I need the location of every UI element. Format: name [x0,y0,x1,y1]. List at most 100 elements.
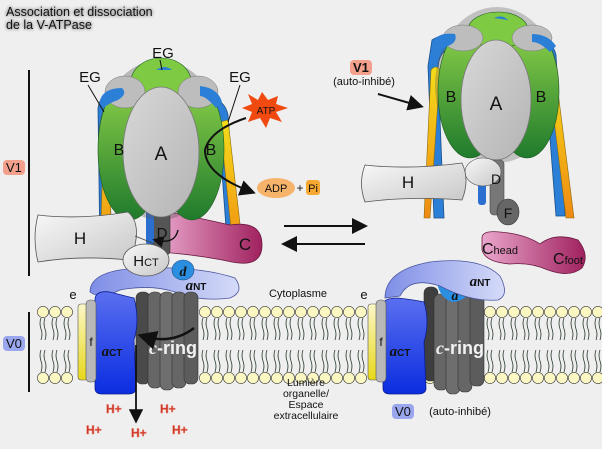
lipid-head [532,306,544,318]
lipid-tail [582,317,586,341]
lipid-tail [550,317,554,341]
lipid-tail [205,317,209,341]
lipid-tail [574,349,578,373]
subunit-a-ct-label: aCT [102,344,123,360]
proton-5: H+ [172,423,188,437]
subunit-f [85,299,97,383]
lipid-head [247,306,259,318]
v1-pointer-arrow [377,93,424,111]
lipid-tail [67,349,71,373]
lipid-head [61,306,73,318]
plus-sign: + [296,181,303,195]
lipid-tail [297,349,301,373]
lipid-tail [249,317,253,341]
lipid-head [520,372,532,384]
lipid-tail [201,317,205,341]
lipid-tail [333,349,337,373]
lipid-tail [486,349,490,373]
lipid-tail [43,317,47,341]
lipid-head [520,306,532,318]
lipid-head [508,306,520,318]
subunit-a-label: A [155,144,168,165]
lipid-tail [522,349,526,373]
rotation-arrow [137,327,195,350]
lipid-head [544,372,556,384]
lipid-head [235,306,247,318]
lipid-tail [361,349,365,373]
lipid-head [307,372,319,384]
subunit-a [122,86,200,218]
lipid-head [355,372,367,384]
lipid-tail [574,317,578,341]
subunit-c-free [481,231,586,274]
atp-label: ATP [257,106,276,117]
lipid-head [223,372,235,384]
lipid-head [544,306,556,318]
lipid-head [592,372,602,384]
subunit-a-nt-label: aNT [186,278,207,294]
lipid-tail [558,317,562,341]
lipid-tail [333,317,337,341]
lipid-tail [498,317,502,341]
lipid-tail [241,317,245,341]
v1-section-label: V1 [3,160,25,175]
subunit-a-nt-r [384,260,505,301]
subunit-f-r-label: f [379,335,383,349]
subunit-f-upper-r-label: F [504,205,513,221]
lipid-head [484,306,496,318]
lipid-tail [51,349,55,373]
subunit-e-r-label: e [360,287,367,302]
lipid-tail [265,349,269,373]
lipid-tail [297,317,301,341]
lipid-tail [289,349,293,373]
lipid-tail [345,349,349,373]
lumen-label-line-1: Lumière [287,377,325,389]
subunit-h-r-label: H [402,173,414,192]
lipid-head [355,306,367,318]
lipid-tail [510,317,514,341]
cytoplasm-label: Cytoplasme [269,288,327,300]
lipid-tail [357,317,361,341]
lipid-tail [277,317,281,341]
lipid-tail [526,349,530,373]
proton-2: H+ [160,402,176,416]
eg-label-right: EG [229,69,251,86]
lipid-tail [43,349,47,373]
title-line-1: Association et dissociation [6,5,153,19]
lipid-tail [345,317,349,341]
title-line-2: de la V-ATPase [6,18,92,32]
lipid-tail [534,349,538,373]
c-foot-label: Cfoot [553,251,583,268]
subunit-c [157,209,263,264]
lipid-tail [51,317,55,341]
lipid-tail [490,317,494,341]
lipid-tail [498,349,502,373]
subunit-a-nt-r-label: aNT [470,274,491,290]
lipid-tail [249,349,253,373]
lipid-tail [229,317,233,341]
lipid-head [211,306,223,318]
lipid-tail [594,349,598,373]
lipid-tail [237,349,241,373]
lipid-head [271,372,283,384]
lipid-head [223,306,235,318]
lipid-tail [502,349,506,373]
lipid-tail [301,349,305,373]
lipid-head [496,372,508,384]
v1-auto-inhibited-tag: V1 [350,60,372,75]
lipid-tail [213,317,217,341]
lipid-tail [67,317,71,341]
lipid-tail [313,349,317,373]
lipid-head [556,306,568,318]
lipid-tail [361,317,365,341]
lipid-head [295,372,307,384]
lipid-head [211,372,223,384]
lipid-tail [490,349,494,373]
lipid-head [331,306,343,318]
subunit-h-label: H [74,229,86,248]
v0-auto-inhibited-tag: V0 [392,404,414,419]
lipid-tail [510,349,514,373]
lipid-tail [55,317,59,341]
lipid-head [343,372,355,384]
subunit-h-r [361,162,467,203]
